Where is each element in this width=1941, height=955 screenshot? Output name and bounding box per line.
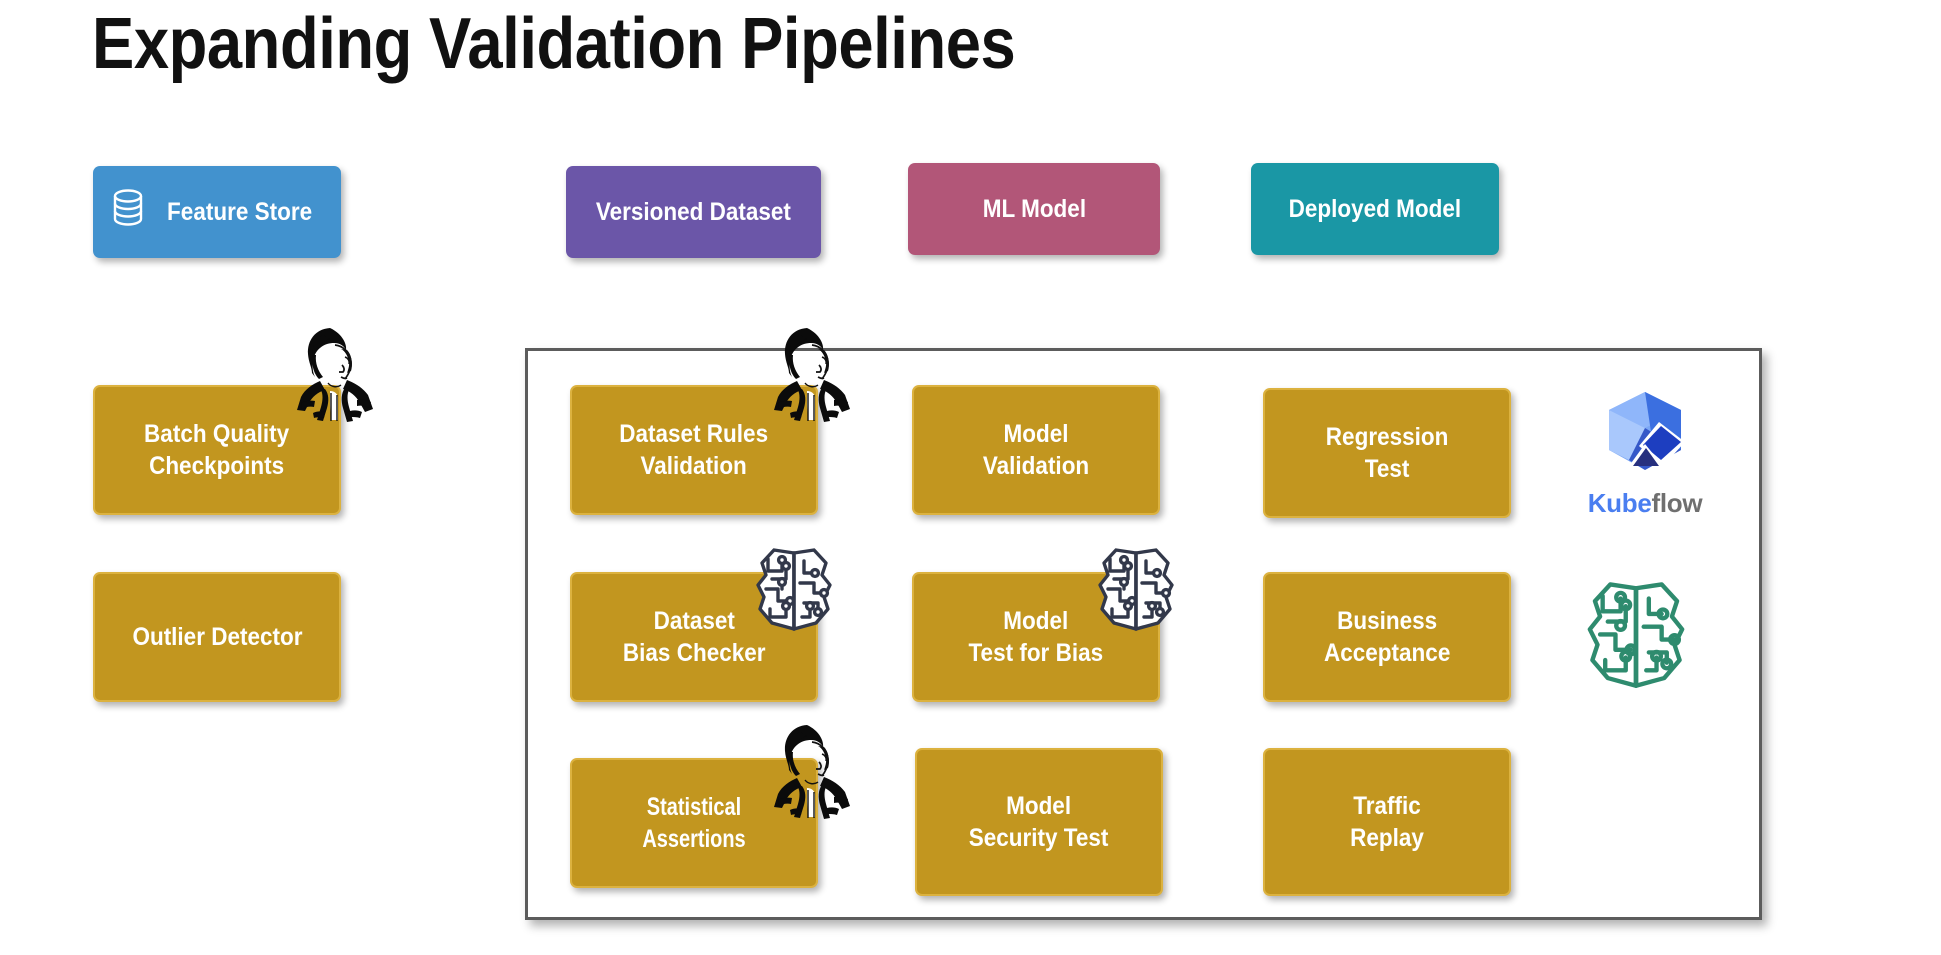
process-label: Dataset Rules Validation: [619, 420, 769, 480]
process-statistical-assertions[interactable]: Statistical Assertions: [570, 758, 818, 888]
process-model-security-test[interactable]: Model Security Test: [915, 748, 1163, 896]
process-label: Batch Quality Checkpoints: [144, 420, 290, 480]
vintage-person-looking-up-clipart: [772, 325, 857, 428]
process-business-acceptance[interactable]: Business Acceptance: [1263, 572, 1511, 702]
brain-circuit-icon: [1094, 545, 1178, 637]
process-traffic-replay[interactable]: Traffic Replay: [1263, 748, 1511, 896]
process-label: Traffic Replay: [1350, 792, 1424, 852]
artifact-ml-model[interactable]: ML Model: [908, 163, 1160, 255]
page-title: Expanding Validation Pipelines: [92, 4, 1016, 84]
process-label: Regression Test: [1325, 423, 1449, 483]
process-label: Statistical Assertions: [642, 793, 746, 853]
brain-circuit-icon: [752, 545, 836, 637]
artifact-versioned-dataset[interactable]: Versioned Dataset: [566, 166, 821, 258]
process-label: Model Test for Bias: [968, 607, 1104, 667]
artifact-label: Versioned Dataset: [595, 198, 792, 226]
kubeflow-word-flow: flow: [1651, 488, 1703, 518]
artifact-label: ML Model: [982, 195, 1086, 223]
kubeflow-word-kube: Kube: [1587, 488, 1652, 518]
process-outlier-detector[interactable]: Outlier Detector: [93, 572, 341, 702]
artifact-label: Deployed Model: [1288, 195, 1462, 223]
process-model-validation[interactable]: Model Validation: [912, 385, 1160, 515]
kubeflow-logo: Kubeflow: [1580, 388, 1710, 519]
database-icon: [111, 188, 145, 236]
process-label: Dataset Bias Checker: [622, 607, 766, 667]
process-label: Model Validation: [982, 420, 1090, 480]
process-dataset-rules-validation[interactable]: Dataset Rules Validation: [570, 385, 818, 515]
artifact-deployed-model[interactable]: Deployed Model: [1251, 163, 1499, 255]
process-label: Outlier Detector: [131, 623, 303, 651]
process-label: Model Security Test: [969, 792, 1109, 852]
ai-brain-circuit-icon: [1582, 578, 1690, 696]
vintage-person-looking-up-clipart: [295, 325, 380, 428]
kubeflow-wordmark: Kubeflow: [1580, 488, 1710, 519]
vintage-person-looking-up-clipart: [772, 722, 857, 825]
process-regression-test[interactable]: Regression Test: [1263, 388, 1511, 518]
artifact-label: Feature Store: [167, 198, 313, 226]
artifact-feature-store[interactable]: Feature Store: [93, 166, 341, 258]
process-label: Business Acceptance: [1323, 607, 1451, 667]
